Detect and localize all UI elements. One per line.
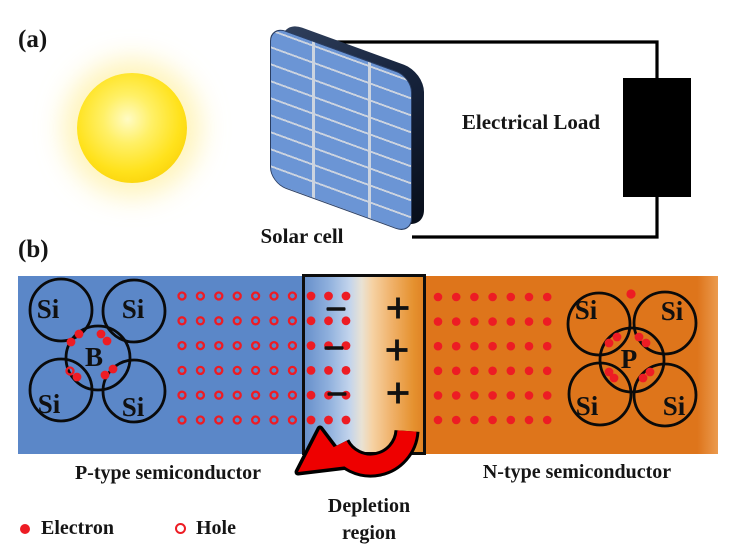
panel-b-label: (b) (18, 236, 49, 263)
n-type-region (424, 276, 718, 454)
depletion-label-line2: region (341, 522, 397, 544)
solar-cell-label: Solar cell (260, 224, 344, 248)
p-type-region (18, 276, 304, 454)
n-type-label: N-type semiconductor (482, 461, 672, 483)
solar-cell-front-face (270, 25, 412, 235)
electrical-load-label: Electrical Load (461, 110, 601, 134)
sun-icon (77, 73, 187, 183)
p-type-label: P-type semiconductor (74, 462, 262, 484)
electrical-load (623, 78, 691, 197)
hole-legend-icon (175, 523, 186, 534)
electron-legend-label: Electron (41, 517, 114, 539)
hole-legend-label: Hole (196, 517, 236, 539)
depletion-region-box (302, 274, 426, 455)
panel-a-label: (a) (18, 26, 48, 53)
solar-cell (270, 20, 424, 235)
depletion-region-label: Depletion region (296, 493, 442, 547)
electron-legend-icon (20, 524, 30, 534)
depletion-label-line1: Depletion (327, 495, 411, 517)
